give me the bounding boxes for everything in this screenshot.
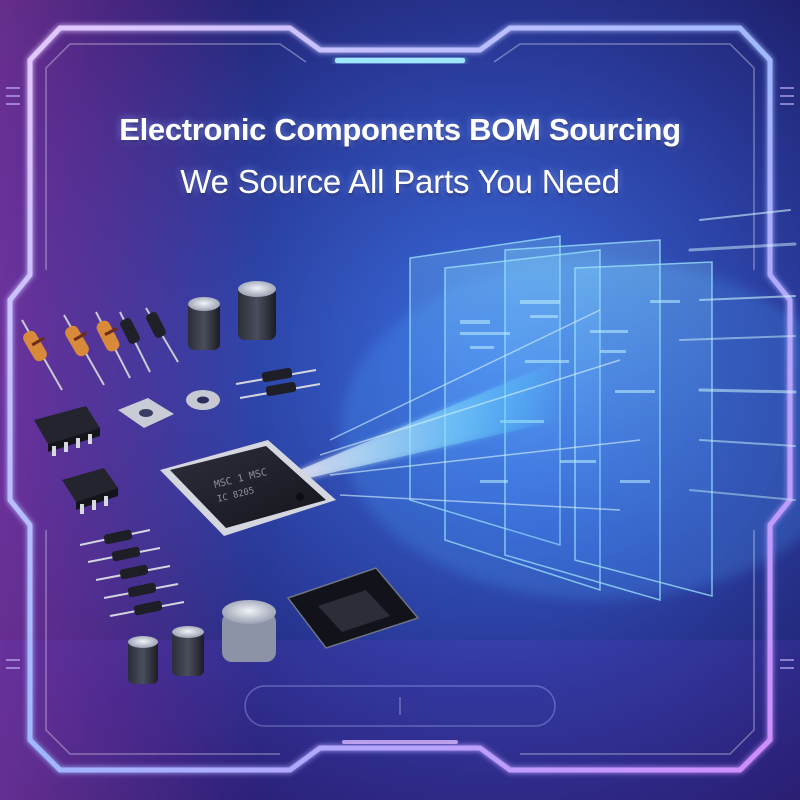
banner-subtitle: We Source All Parts You Need — [180, 163, 620, 200]
qfp-processor-icon: MSC 1 MSC IC 8205 — [160, 440, 420, 649]
ic-chip-icon — [34, 406, 118, 514]
resistor-icon — [21, 307, 179, 391]
electrolytic-capacitor-icon — [128, 281, 276, 684]
banner-title: Electronic Components BOM Sourcing — [119, 112, 681, 147]
data-panel-icon — [409, 235, 713, 601]
frame-border — [7, 25, 793, 773]
